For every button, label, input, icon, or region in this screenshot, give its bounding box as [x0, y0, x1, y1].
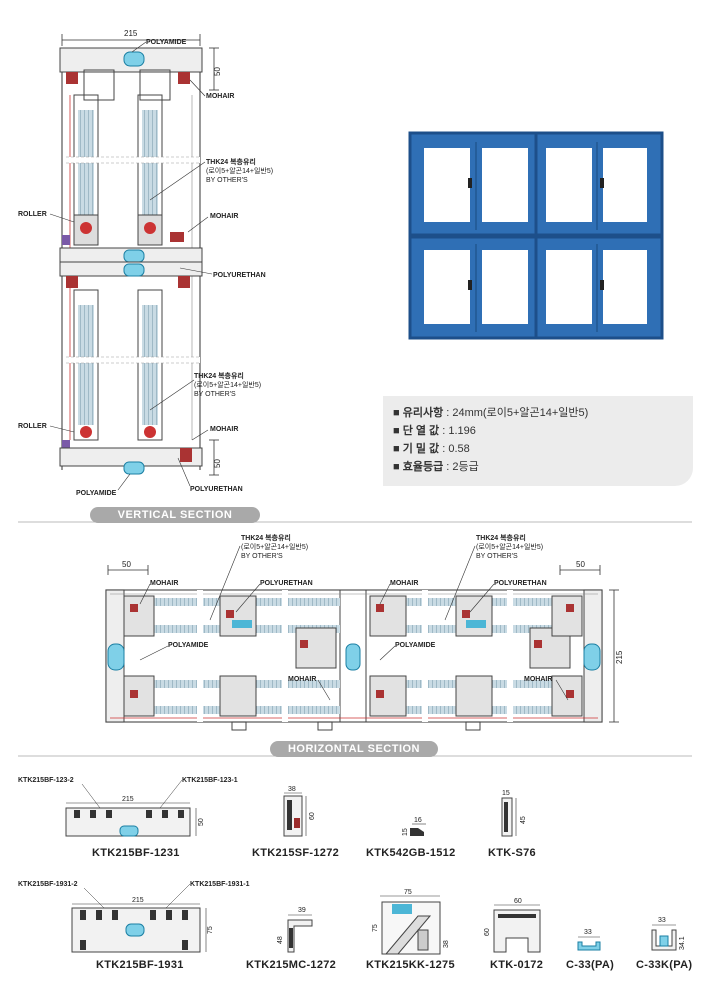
label-glass-2-line3: BY OTHER'S	[194, 391, 236, 398]
profile-c-33k-pa: 33 34.1	[651, 917, 686, 951]
h-dim-height: 215	[615, 650, 624, 664]
label-mohair-3: MOHAIR	[210, 426, 238, 433]
h-dim-left: 50	[122, 560, 131, 569]
h-label-polyurethan-right: POLYURETHAN	[494, 580, 547, 587]
p2-width: 38	[288, 786, 296, 793]
profile-name-p9: C-33(PA)	[566, 959, 615, 971]
p6-height: 48	[277, 936, 284, 944]
window-photo	[408, 131, 664, 340]
spec-label: 효율등급	[402, 461, 444, 473]
p7-width: 75	[404, 889, 412, 896]
h-label-glass-right-line1: THK24 복층유리	[476, 533, 526, 542]
profile-name-p8: KTK-0172	[490, 959, 544, 971]
p9-width: 33	[584, 929, 592, 936]
h-label-glass-right-line3: BY OTHER'S	[476, 553, 518, 560]
h-label-glass-left-line2: (로이5+알곤14+일반5)	[241, 542, 308, 551]
p6-width: 39	[298, 907, 306, 914]
p1-right-tag: KTK215BF-123-1	[182, 777, 238, 784]
profile-ktk215bf-1231: KTK215BF-123-2 KTK215BF-123-1 215 50	[18, 777, 238, 837]
h-label-glass-left-line1: THK24 복층유리	[241, 533, 291, 542]
p5-right-tag: KTK215BF-1931-1	[190, 881, 250, 888]
vertical-section-title: VERTICAL SECTION	[90, 507, 260, 523]
p4-width: 15	[502, 790, 510, 797]
p7-height1: 75	[372, 924, 379, 932]
label-roller-2: ROLLER	[18, 423, 47, 430]
p4-height: 45	[520, 816, 527, 824]
h-label-mohair-left: MOHAIR	[150, 580, 178, 587]
p5-left-tag: KTK215BF-1931-2	[18, 881, 78, 888]
profile-name-p1: KTK215BF-1231	[92, 847, 180, 859]
p5-width: 215	[132, 897, 144, 904]
spec-label: 유리사항	[402, 407, 444, 419]
label-polyurethan-1: POLYURETHAN	[213, 272, 266, 279]
profile-name-p4: KTK-S76	[488, 847, 536, 859]
h-label-mohair-bottom-left: MOHAIR	[288, 676, 316, 683]
h-label-polyamide-right: POLYAMIDE	[395, 642, 436, 649]
spec-row: ■ 유리사항 : 24mm(로이5+알곤14+일반5)	[393, 407, 589, 419]
label-polyamide-bottom: POLYAMIDE	[76, 490, 117, 497]
spec-label: 단 열 값	[402, 425, 440, 437]
h-label-glass-right-line2: (로이5+알곤14+일반5)	[476, 542, 543, 551]
spec-row: ■ 단 열 값 : 1.196	[393, 425, 476, 437]
v-width-dim: 215	[124, 29, 138, 38]
label-polyamide-top: POLYAMIDE	[146, 39, 187, 46]
h-label-mohair-bottom-right: MOHAIR	[524, 676, 552, 683]
profile-name-p10: C-33K(PA)	[636, 959, 693, 971]
h-label-glass-left-line3: BY OTHER'S	[241, 553, 283, 560]
v-dim-bottom: 50	[213, 459, 222, 468]
p5-height: 75	[207, 926, 214, 934]
spec-value: : 0.58	[439, 443, 470, 455]
p10-height: 34.1	[679, 936, 686, 950]
label-roller-1: ROLLER	[18, 211, 47, 218]
p2-height: 60	[309, 812, 316, 820]
profile-ktk-s76: 15 45	[501, 790, 527, 837]
profile-name-p7: KTK215KK-1275	[366, 959, 455, 971]
spec-row: ■ 효율등급 : 2등급	[393, 461, 479, 473]
h-dim-right: 50	[576, 560, 585, 569]
spec-value: : 2등급	[443, 461, 479, 473]
profile-c-33-pa: 33	[577, 929, 601, 951]
profile-name-p2: KTK215SF-1272	[252, 847, 340, 859]
label-mohair-1: MOHAIR	[206, 93, 234, 100]
label-glass-2-line1: THK24 복층유리	[194, 371, 244, 380]
p3-height: 15	[402, 828, 409, 836]
profile-ktk215bf-1931: KTK215BF-1931-2 KTK215BF-1931-1 215 75	[18, 881, 250, 953]
label-glass-2-line2: (로이5+알곤14+일반5)	[194, 380, 261, 389]
horizontal-section-title: HORIZONTAL SECTION	[270, 741, 438, 757]
label-glass-1-line2: (로이5+알곤14+일반5)	[206, 166, 273, 175]
spec-row: ■ 기 밀 값 : 0.58	[393, 443, 470, 455]
p10-width: 33	[658, 917, 666, 924]
profile-ktk215sf-1272: 38 60	[283, 786, 316, 837]
p1-height: 50	[198, 818, 205, 826]
profile-ktk-0172: 60 60	[484, 898, 541, 953]
profile-ktk215kk-1275: 75 75 38	[372, 889, 450, 955]
horizontal-section-drawing: 50 50 215	[105, 533, 624, 731]
p1-width: 215	[122, 796, 134, 803]
label-glass-1-line1: THK24 복층유리	[206, 157, 256, 166]
p7-height2: 38	[443, 940, 450, 948]
h-label-polyurethan-left: POLYURETHAN	[260, 580, 313, 587]
p1-left-tag: KTK215BF-123-2	[18, 777, 74, 784]
h-label-polyamide-left: POLYAMIDE	[168, 642, 209, 649]
vertical-section-drawing: 215 50 50	[18, 29, 273, 497]
p8-width: 60	[514, 898, 522, 905]
profile-name-p5: KTK215BF-1931	[96, 959, 184, 971]
profile-name-p6: KTK215MC-1272	[246, 959, 337, 971]
h-label-mohair-right: MOHAIR	[390, 580, 418, 587]
spec-value: : 24mm(로이5+알곤14+일반5)	[443, 407, 589, 419]
v-dim-top: 50	[213, 67, 222, 76]
label-mohair-2: MOHAIR	[210, 213, 238, 220]
p8-height: 60	[484, 928, 491, 936]
spec-value: : 1.196	[439, 425, 476, 437]
profile-ktk215mc-1272: 39 48	[277, 907, 313, 953]
profile-name-p3: KTK542GB-1512	[366, 847, 456, 859]
spec-box: ■ 유리사항 : 24mm(로이5+알곤14+일반5) ■ 단 열 값 : 1.…	[383, 396, 693, 486]
spec-label: 기 밀 값	[402, 443, 440, 455]
label-polyurethan-2: POLYURETHAN	[190, 486, 243, 493]
p3-width: 16	[414, 817, 422, 824]
label-glass-1-line3: BY OTHER'S	[206, 177, 248, 184]
profile-ktk542gb-1512: 16 15	[402, 817, 426, 836]
